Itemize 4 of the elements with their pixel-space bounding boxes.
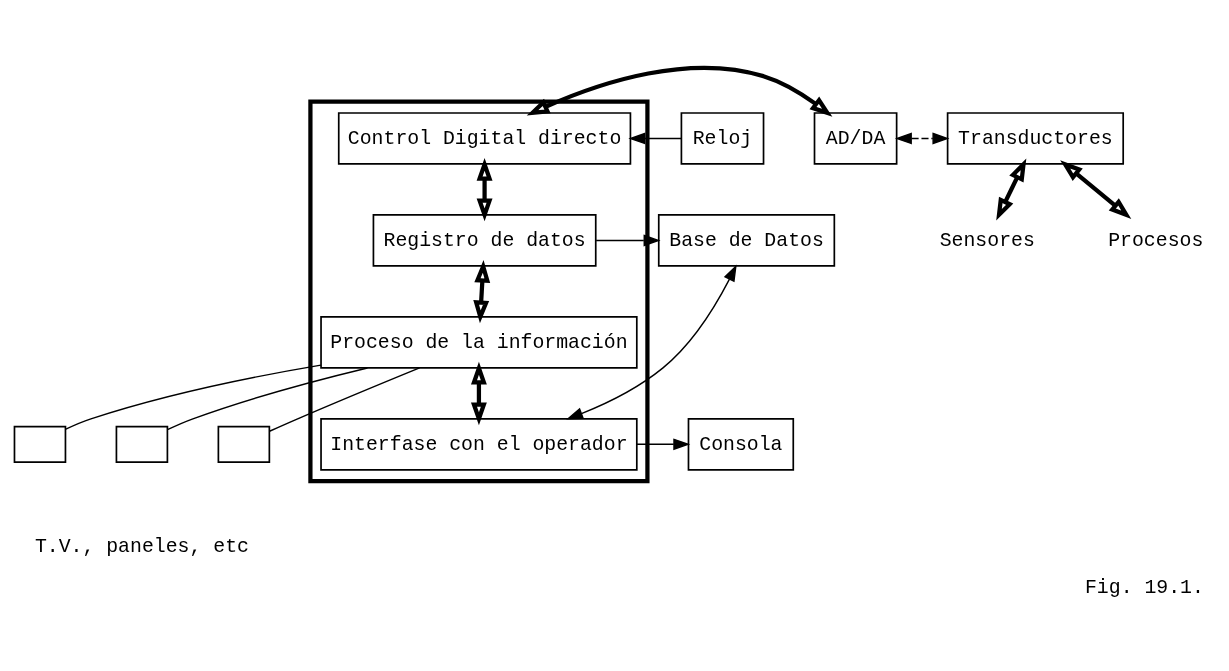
label: T.V., paneles, etc [34,534,249,558]
node-text: Sensores [939,228,1035,252]
caption: Fig. 19.1. [1084,575,1204,599]
node-text: Procesos [1108,228,1204,252]
